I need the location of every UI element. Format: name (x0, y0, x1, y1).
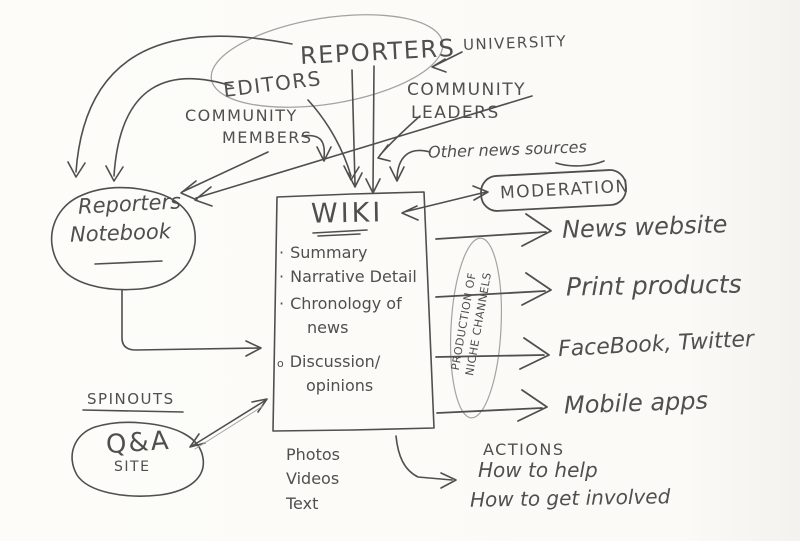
wiki-item-chronology-line2: news (307, 318, 349, 337)
label-photos: Photos (286, 445, 340, 464)
label-print-products: Print products (565, 269, 742, 302)
arrow-members-to-notebook (180, 151, 269, 201)
notebook-blob (50, 186, 196, 291)
label-how-to-help: How to help (478, 458, 598, 482)
label-spinouts: SPINOUTS (87, 390, 175, 408)
arrow-othernews-to-wiki (389, 149, 431, 182)
bullet-icon: · (279, 294, 285, 313)
arrow-reporters-to-notebook (67, 35, 293, 178)
arrow-members-to-wiki (301, 134, 332, 162)
notebook-underline (94, 260, 163, 265)
label-university: UNIVERSITY (462, 32, 568, 54)
label-community-members-line2: MEMBERS (222, 128, 313, 147)
label-community-members-line1: COMMUNITY (185, 106, 298, 125)
moderation-box (480, 169, 627, 212)
wiki-item-label: Narrative Detail (290, 267, 417, 286)
spinouts-underline (82, 409, 184, 413)
arrow-output-mobile-apps (436, 389, 548, 422)
arrow-output-facebook-twitter (435, 337, 550, 370)
wiki-item-chronology: · Chronology of (279, 294, 402, 313)
wiki-item-discussion: o Discussion/ (277, 352, 380, 371)
label-notebook-line1: Reporters (77, 189, 182, 219)
wiki-title-underline (312, 229, 368, 237)
wiki-item-narrative-detail: · Narrative Detail (279, 267, 417, 286)
label-text: Text (286, 494, 319, 513)
arrow-qa-wiki (189, 398, 268, 448)
arrow-reporters-to-wiki-2 (365, 65, 381, 194)
arrow-output-news-website (435, 213, 552, 247)
label-mobile-apps: Mobile apps (563, 386, 709, 420)
arrow-university-to-reporters (431, 51, 463, 73)
production-oval (449, 237, 503, 419)
label-community-leaders-line2: LEADERS (411, 103, 500, 123)
other-news-underline (555, 160, 605, 167)
wiki-box (272, 191, 435, 432)
arrow-qa-wiki-second-stroke (194, 405, 264, 450)
label-notebook-line2: Notebook (69, 219, 172, 247)
label-videos: Videos (286, 469, 340, 488)
arrow-output-print-products (435, 272, 552, 306)
bullet-icon: o (277, 357, 284, 370)
label-news-website: News website (561, 210, 728, 244)
arrow-reporters-to-wiki-1 (347, 69, 363, 188)
arrow-wiki-moderation (401, 185, 489, 221)
reporters-ellipse (210, 14, 444, 108)
arrow-leaders-diagonal-to-notebook (194, 95, 533, 207)
label-qa-site: SITE (114, 459, 151, 475)
wiki-title: WIKI (310, 197, 384, 230)
label-actions-heading: ACTIONS (483, 440, 565, 459)
arrow-editors-to-notebook (105, 77, 233, 182)
arrow-editors-to-wiki (307, 99, 360, 181)
arrow-wiki-to-actions (395, 435, 457, 489)
wiki-item-summary: · Summary (279, 243, 367, 262)
wiki-item-label: Chronology of (290, 294, 402, 313)
label-how-to-get-involved: How to get involved (469, 484, 671, 512)
wiki-item-discussion-line2: opinions (306, 376, 374, 395)
label-qa: Q&A (104, 425, 172, 461)
bullet-icon: · (279, 243, 285, 262)
wiki-item-label: Summary (290, 243, 368, 262)
bullet-icon: · (279, 267, 285, 286)
wiki-item-label: Discussion/ (289, 352, 381, 371)
label-community-leaders-line1: COMMUNITY (407, 80, 527, 100)
arrow-leaders-to-wiki (377, 115, 421, 162)
arrow-notebook-to-wiki (121, 289, 262, 357)
qa-oval (71, 421, 205, 497)
